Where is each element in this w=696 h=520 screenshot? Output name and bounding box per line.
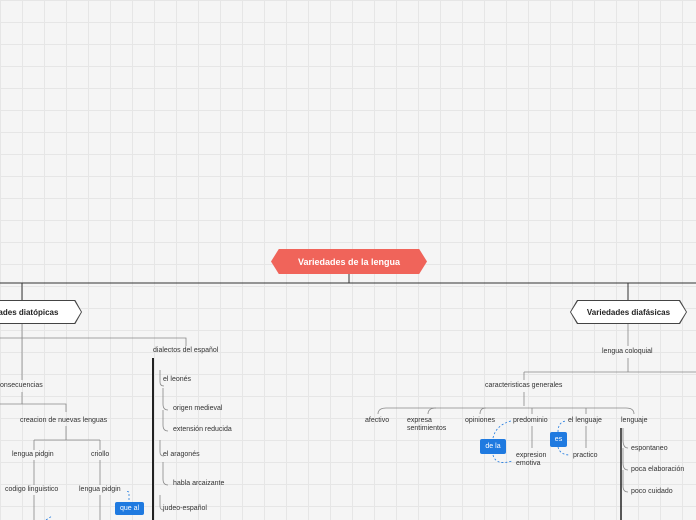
root-topic[interactable]: Variedades de la lengua xyxy=(271,249,427,274)
topic-espontaneo[interactable]: espontaneo xyxy=(631,445,668,452)
relation-label-que-al[interactable]: que al xyxy=(115,502,144,515)
topic-consecuencias[interactable]: onsecuencias xyxy=(0,382,43,389)
topic-extension-reducida[interactable]: extensión reducida xyxy=(173,426,232,433)
topic-caracteristicas-generales[interactable]: caracteristicas generales xyxy=(485,382,563,389)
topic-afectivo[interactable]: afectivo xyxy=(365,417,390,424)
topic-poca-elaboracion[interactable]: poca elaboración xyxy=(631,466,685,473)
main-topic-label: Variedades diafásicas xyxy=(586,307,671,317)
topic-practico[interactable]: practico xyxy=(573,452,598,459)
topic-el-lenguaje[interactable]: el lenguaje xyxy=(568,417,602,424)
topic-creacion-nuevas-lenguas[interactable]: creacion de nuevas lenguas xyxy=(20,417,108,424)
topic-origen-medieval[interactable]: origen medieval xyxy=(173,405,223,412)
topic-expresion-emotiva[interactable]: expresion emotiva xyxy=(516,452,547,467)
topic-el-aragones[interactable]: el aragonés xyxy=(163,451,200,458)
topic-poco-cuidado[interactable]: poco cuidado xyxy=(631,488,673,495)
topic-codigo-linguistico[interactable]: codigo linguistico xyxy=(5,486,59,493)
topic-lengua-pidgin[interactable]: lengua pidgin xyxy=(12,451,54,458)
topic-expresa-sentimientos[interactable]: expresa sentimientos xyxy=(407,417,447,432)
topic-el-leones[interactable]: el leonés xyxy=(163,376,192,383)
topic-dialectos-del-espanol[interactable]: dialectos del español xyxy=(153,347,219,354)
topic-opiniones[interactable]: opiniones xyxy=(465,417,495,424)
main-topic-label: dades diatópicas xyxy=(0,307,59,317)
root-topic-label: Variedades de la lengua xyxy=(297,256,401,267)
relation-label-de-la[interactable]: de la xyxy=(480,439,506,454)
relation-label-es[interactable]: es xyxy=(550,432,567,447)
main-topic-diafasicas[interactable]: Variedades diafásicas xyxy=(571,301,686,323)
topic-habla-arcaizante[interactable]: habla arcaizante xyxy=(173,480,225,487)
topic-criollo[interactable]: criollo xyxy=(91,451,110,458)
topic-predominio[interactable]: predominio xyxy=(513,417,548,424)
main-topic-diatopicas[interactable]: dades diatópicas xyxy=(0,301,81,323)
topic-lenguaje[interactable]: lenguaje xyxy=(621,417,648,424)
topic-judeo-espanol[interactable]: judeo-español xyxy=(163,505,207,512)
topic-lengua-pidgin-2[interactable]: lengua pidgin xyxy=(79,486,121,493)
topic-lengua-coloquial[interactable]: lengua coloquial xyxy=(602,348,653,355)
